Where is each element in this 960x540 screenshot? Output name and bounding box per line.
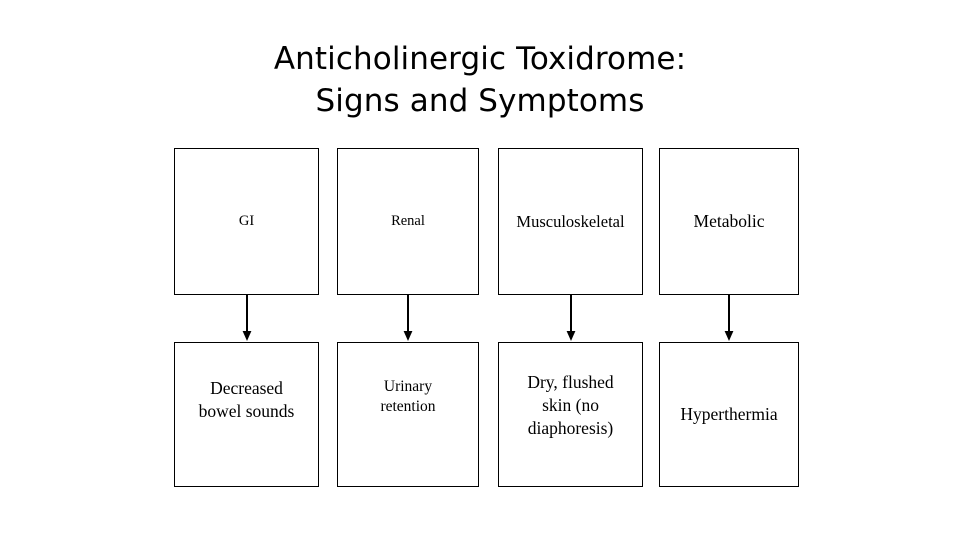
down-arrow-icon-gi bbox=[240, 295, 254, 342]
title-line-1: Anticholinergic Toxidrome: bbox=[273, 41, 687, 77]
system-box-renal: Renal bbox=[337, 148, 479, 295]
system-box-gi: GI bbox=[174, 148, 319, 295]
system-box-metabolic: Metabolic bbox=[659, 148, 799, 295]
sign-box-metabolic-label: Hyperthermia bbox=[680, 404, 778, 424]
system-box-renal-label: Renal bbox=[391, 213, 425, 229]
title-line-2: Signs and Symptoms bbox=[315, 83, 645, 119]
page-title: Anticholinergic Toxidrome: Signs and Sym… bbox=[130, 38, 830, 122]
sign-box-gi: Decreased bowel sounds bbox=[174, 342, 319, 487]
sign-box-metabolic: Hyperthermia bbox=[659, 342, 799, 487]
sign-box-musculoskeletal: Dry, flushed skin (no diaphoresis) bbox=[498, 342, 643, 487]
down-arrow-icon-renal bbox=[401, 295, 415, 342]
sign-box-musculoskeletal-label: Dry, flushed skin (no diaphoresis) bbox=[527, 372, 614, 438]
system-box-musculoskeletal-label: Musculoskeletal bbox=[516, 212, 625, 231]
down-arrow-icon-metabolic bbox=[722, 295, 736, 342]
sign-box-renal-label: Urinary retention bbox=[380, 378, 436, 415]
system-box-musculoskeletal: Musculoskeletal bbox=[498, 148, 643, 295]
system-box-gi-label: GI bbox=[238, 213, 255, 229]
down-arrow-icon-musculoskeletal bbox=[564, 295, 578, 342]
system-box-metabolic-label: Metabolic bbox=[693, 211, 765, 231]
sign-box-gi-label: Decreased bowel sounds bbox=[198, 378, 295, 421]
sign-box-renal: Urinary retention bbox=[337, 342, 479, 487]
